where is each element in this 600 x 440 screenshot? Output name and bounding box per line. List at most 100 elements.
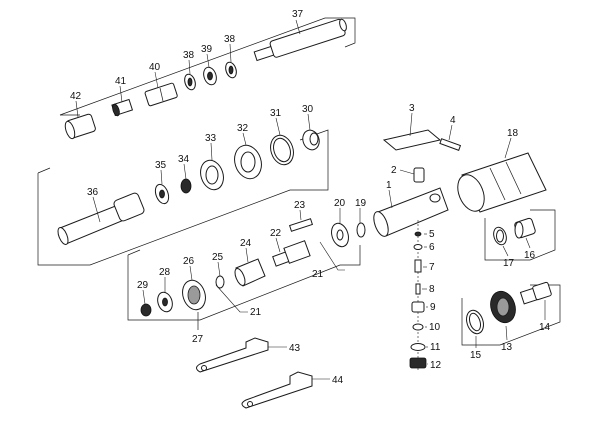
leader-38a: [188, 59, 191, 75]
label-16: 16: [524, 250, 536, 261]
leader-34: [183, 163, 187, 180]
leader-31: [275, 117, 281, 136]
part-19-bearing: [356, 222, 366, 238]
leader-24: [245, 247, 249, 263]
part-33-inner: [205, 165, 219, 185]
part-13: [490, 290, 516, 324]
frame-top: [59, 17, 356, 116]
frame-right-upper: [484, 209, 556, 261]
part-13-inner: [496, 297, 510, 317]
part-1-port: [429, 193, 441, 203]
part-36-end: [57, 227, 69, 245]
leader-25: [217, 261, 221, 277]
label-3: 3: [409, 103, 415, 114]
label-42: 42: [70, 91, 82, 102]
leader-29: [142, 289, 146, 305]
part-2: [413, 167, 425, 183]
part-28-hole: [162, 297, 168, 307]
part-23-vane: [288, 218, 314, 232]
part-22: [272, 240, 311, 267]
part-10-shape: [412, 323, 424, 331]
part-21a-pin: [215, 284, 248, 313]
label-30: 30: [302, 104, 314, 115]
part-24: [234, 258, 266, 287]
part-34: [180, 178, 192, 194]
leader-37: [295, 19, 301, 35]
part-35-hole: [159, 189, 165, 199]
label-4: 4: [450, 115, 456, 126]
part-29-nut: [140, 303, 152, 317]
label-15: 15: [470, 350, 482, 361]
part-9-shape: [411, 301, 425, 313]
part-3-lever: [382, 129, 442, 151]
part-35: [154, 183, 170, 205]
part-22-rotor: [283, 240, 311, 264]
label-13: 13: [501, 342, 513, 353]
label-43: 43: [289, 343, 301, 354]
frame-lower-tick: [127, 249, 141, 256]
leader-33: [210, 142, 213, 161]
part-4-pin: [439, 138, 462, 151]
part-41-face: [112, 103, 120, 117]
part-20-hole: [336, 229, 344, 241]
part-1-front: [373, 211, 389, 237]
part-17-ring-inner: [496, 229, 504, 243]
part-3: [382, 129, 442, 151]
part-18-slot-a: [489, 167, 506, 201]
part-labels: 37 42 41 40 38 39 38 36 35 34 33 32 31 3…: [70, 9, 551, 386]
part-30-face: [309, 132, 319, 146]
label-10: 10: [429, 322, 441, 333]
frame-right-lower: [461, 284, 561, 346]
leader-32: [242, 132, 247, 146]
part-37: [253, 18, 347, 62]
label-14: 14: [539, 322, 551, 333]
label-27: 27: [192, 334, 204, 345]
part-21b-pin: [319, 241, 345, 271]
part-36: [57, 192, 145, 245]
label-29: 29: [137, 280, 149, 291]
label-5: 5: [429, 229, 435, 240]
label-23: 23: [294, 200, 306, 211]
part-43: [196, 337, 269, 373]
leader-40: [154, 71, 159, 89]
label-20: 20: [334, 198, 346, 209]
part-16: [514, 217, 536, 239]
leader-lines: [75, 19, 546, 380]
part-2-shape: [413, 167, 425, 183]
part-18-face: [457, 174, 485, 212]
label-19: 19: [355, 198, 367, 209]
part-29: [140, 303, 152, 317]
part-34-nut: [180, 178, 192, 194]
part-1: [373, 187, 449, 237]
part-12-shape: [409, 357, 427, 369]
part-20: [331, 222, 349, 248]
part-19: [356, 222, 366, 238]
label-7: 7: [429, 262, 435, 273]
label-34: 34: [178, 154, 190, 165]
leader-38b: [229, 43, 232, 63]
leader-36: [92, 196, 101, 223]
part-26: [182, 279, 206, 311]
label-12: 12: [430, 360, 442, 371]
part-40: [144, 82, 178, 107]
part-44-wrench: [241, 371, 313, 409]
leader-2: [399, 169, 415, 175]
part-14: [519, 281, 552, 305]
part-28: [157, 291, 173, 313]
label-22: 22: [270, 228, 282, 239]
part-18-slot-b: [505, 161, 522, 195]
part-6-shape: [413, 244, 423, 250]
part-32: [234, 144, 262, 180]
label-37: 37: [292, 9, 304, 20]
label-41: 41: [115, 76, 127, 87]
part-37-end: [339, 18, 347, 32]
part-31: [270, 134, 294, 166]
label-44: 44: [332, 375, 344, 386]
part-42: [64, 113, 96, 140]
label-26: 26: [183, 256, 195, 267]
part-42-face: [64, 120, 76, 140]
part-15: [466, 309, 484, 335]
label-18: 18: [507, 128, 519, 139]
part-16-face: [514, 221, 524, 239]
part-39-hole: [207, 71, 213, 81]
